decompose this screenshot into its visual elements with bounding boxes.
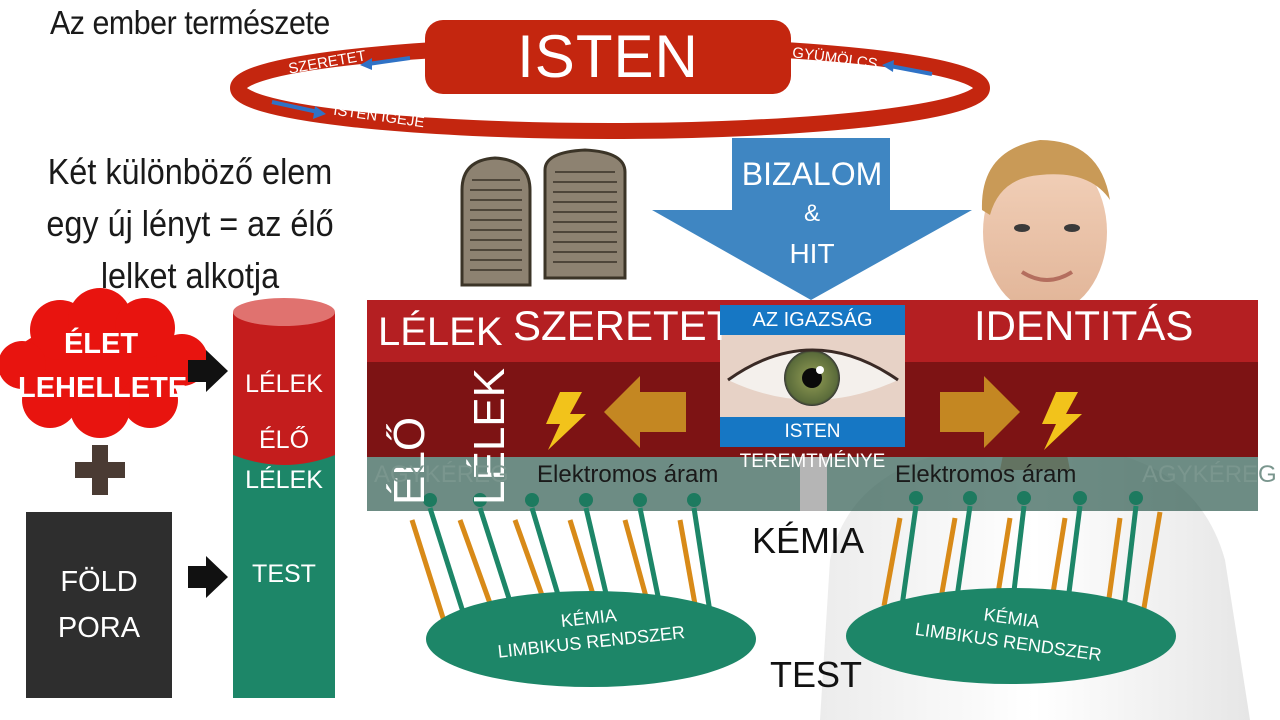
limbic-left	[426, 591, 756, 687]
elektromos-right: Elektromos áram	[895, 461, 1077, 488]
subtitle: Két különböző elem egy új lényt = az élő…	[46, 151, 334, 296]
elektromos-left: Elektromos áram	[537, 461, 719, 488]
stone-tablets-icon	[460, 148, 627, 287]
limbic-right	[846, 588, 1176, 684]
soul-body-column	[233, 298, 335, 698]
test-label: TEST	[770, 654, 863, 695]
breath-line1: ÉLET	[63, 328, 139, 360]
arrow-right-icon	[188, 350, 228, 392]
arrow-left-icon	[604, 376, 686, 448]
band-lelek: LÉLEK	[378, 310, 503, 354]
trust-line3: HIT	[789, 238, 835, 269]
dust-box: FÖLD PORA	[26, 512, 172, 698]
plus-icon	[75, 445, 125, 495]
agykereg-right: AGYKÉREG	[1142, 461, 1277, 488]
trust-line1: BIZALOM	[741, 156, 883, 192]
eye-image	[720, 330, 905, 418]
page-title: Az ember természete	[50, 4, 330, 41]
column-living-label: ÉLŐ	[258, 426, 310, 454]
lightning-icon	[1042, 392, 1082, 450]
ring-arrows	[271, 56, 933, 119]
trust-line2: &	[803, 200, 820, 227]
band-szeretet: SZERETET	[513, 302, 733, 349]
lightning-icon	[546, 392, 586, 450]
arrow-right-icon	[940, 376, 1020, 448]
agykereg-left: AGYKÉREG	[374, 461, 509, 488]
breath-label: ÉLET LEHELLETE	[18, 322, 188, 410]
column-soul-label: LÉLEK	[245, 370, 323, 398]
breath-line2: LEHELLETE	[18, 372, 188, 404]
dust-line1: FÖLD	[60, 566, 138, 598]
dust-line2: PORA	[57, 612, 141, 644]
band-identitas: IDENTITÁS	[974, 302, 1194, 349]
column-body-label: TEST	[252, 560, 316, 588]
breath-cloud	[0, 288, 208, 438]
trust-label: BIZALOM & HIT	[732, 154, 892, 274]
band-igazsag: AZ IGAZSÁG	[720, 305, 905, 335]
trust-arrow	[652, 138, 972, 300]
band-teremtmeny: ISTEN TEREMTMÉNYE	[720, 417, 905, 472]
isten-box: ISTEN	[425, 20, 791, 94]
kemia-label: KÉMIA	[752, 520, 865, 561]
arrow-right-icon	[188, 556, 228, 598]
column-living-soul-label: LÉLEK	[245, 466, 323, 494]
